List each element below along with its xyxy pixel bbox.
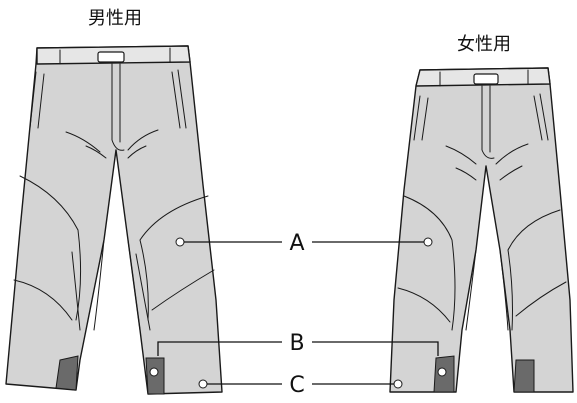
callout-c-label: C — [289, 373, 304, 398]
callout-a: A — [184, 231, 424, 256]
callout-b: B — [157, 331, 439, 356]
womens-belt-buckle — [473, 73, 499, 85]
womens-pants-body — [389, 67, 574, 393]
mens-title: 男性用 — [88, 8, 142, 29]
womens-snap-c — [393, 379, 403, 389]
mens-snap-b — [149, 367, 159, 377]
womens-title: 女性用 — [457, 34, 511, 55]
mens-belt-buckle — [97, 51, 125, 63]
mens-pants — [5, 45, 223, 395]
womens-pants — [389, 67, 574, 393]
callout-a-label: A — [289, 231, 304, 256]
callout-b-label: B — [289, 331, 304, 356]
callout-c: C — [207, 373, 394, 398]
womens-hem-reinforcement-right — [513, 359, 535, 393]
mens-hem-reinforcement-left — [55, 355, 79, 391]
mens-snap-c — [198, 379, 208, 389]
mens-point-a — [175, 237, 185, 247]
womens-snap-b — [437, 367, 447, 377]
womens-point-a — [423, 237, 433, 247]
